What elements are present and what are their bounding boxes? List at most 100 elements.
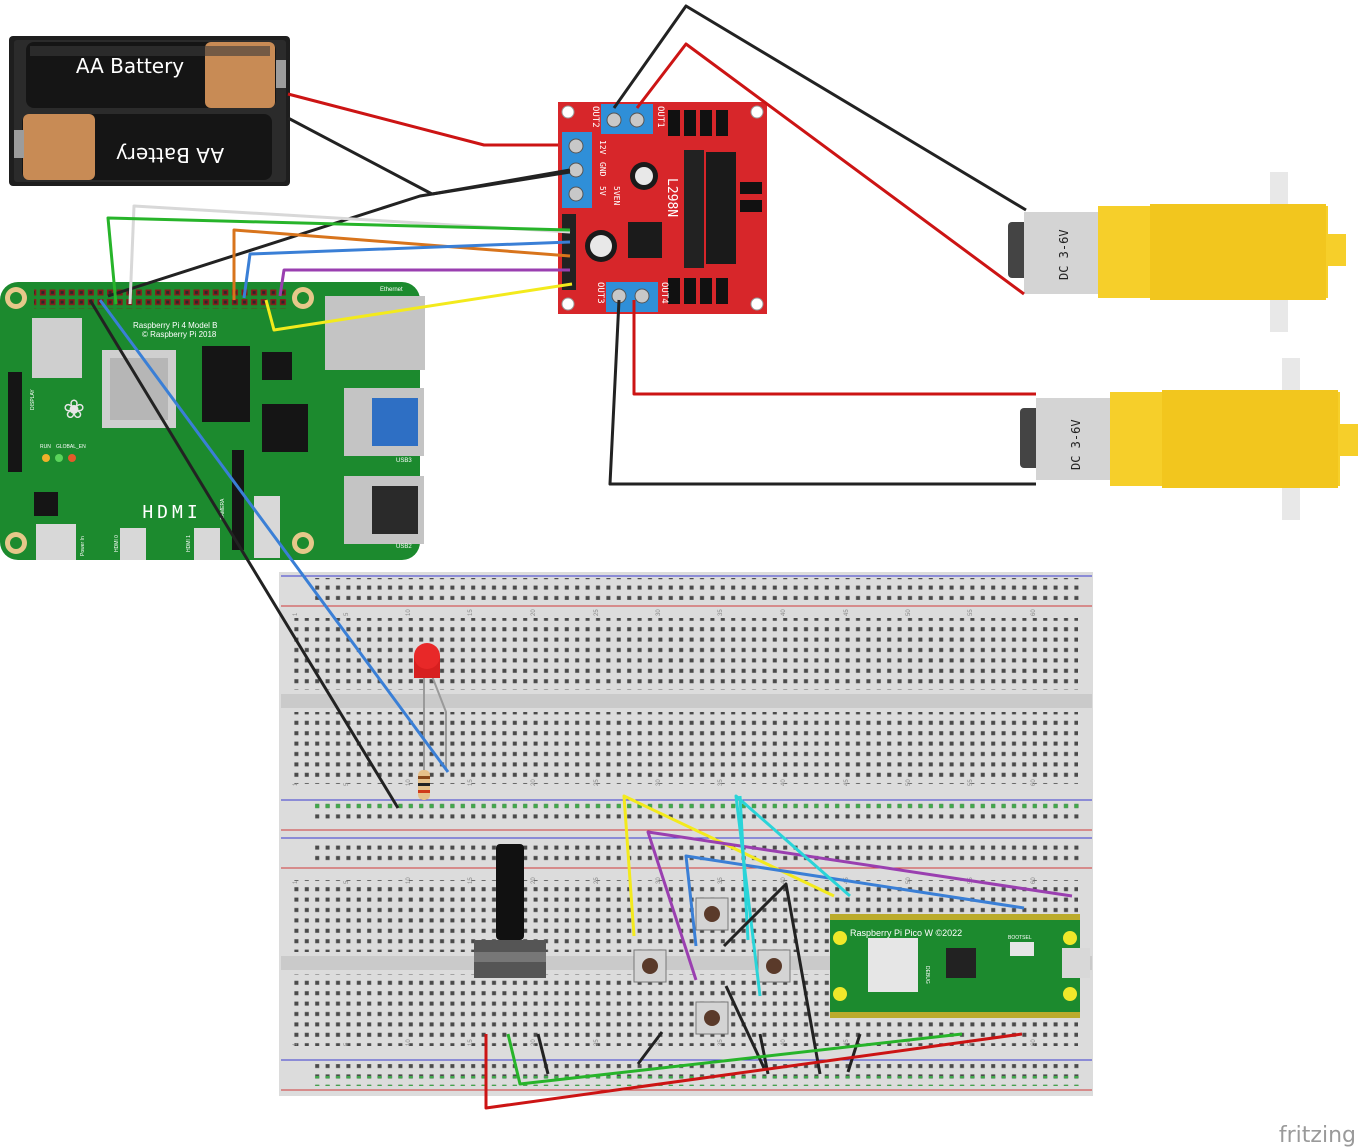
breadboard-col-number: 15 (468, 1039, 474, 1046)
potentiometer (474, 844, 546, 978)
pi-copyright-label: © Raspberry Pi 2018 (142, 330, 217, 339)
wire-gpio-green (106, 216, 571, 305)
driver-gnd-label: GND (598, 162, 607, 177)
breadboard-col-number: 40 (781, 779, 787, 786)
pi-usb3-label: USB3 (396, 458, 412, 464)
pi-camera-label: CAMERA (220, 498, 226, 520)
push-button-2 (695, 897, 729, 931)
wire-green-b2 (484, 1032, 1023, 1110)
pi-model-label: Raspberry Pi 4 Model B (133, 321, 217, 330)
wire-motor2-red (632, 300, 1036, 396)
breadboard-col-number: 45 (844, 609, 850, 616)
breadboard-col-number: 55 (968, 609, 974, 616)
driver-out2-label: OUT2 (590, 106, 600, 128)
wire-black-b2 (724, 985, 766, 1069)
breadboard-col-number: 35 (718, 877, 724, 884)
breadboard-col-number: 45 (844, 779, 850, 786)
wire-cyan-1 (734, 794, 851, 997)
wire-battery-positive (287, 92, 558, 147)
breadboard-col-number: 20 (531, 779, 537, 786)
pico-label: Raspberry Pi Pico W ©2022 (850, 928, 962, 938)
breadboard-col-number: 40 (781, 1039, 787, 1046)
breadboard-col-number: 20 (531, 609, 537, 616)
breadboard-col-number: 35 (718, 609, 724, 616)
wire-black-b6 (758, 1033, 770, 1075)
driver-out4-label: OUT4 (659, 282, 669, 304)
motor-1: DC 3-6V (1008, 172, 1346, 332)
breadboard-col-number: 30 (656, 877, 662, 884)
breadboard-col-number: 25 (594, 609, 600, 616)
gpio-header (34, 289, 288, 309)
breadboard-col-number: 10 (406, 779, 412, 786)
breadboard-col-number: 60 (1031, 779, 1037, 786)
breadboard-col-number: 15 (468, 877, 474, 884)
wire-blue-1 (684, 854, 1025, 947)
motor-2-label: DC 3-6V (1069, 419, 1083, 470)
breadboard-col-number: 25 (594, 1039, 600, 1046)
breadboard-col-number: 1 (293, 782, 299, 786)
wire-yellow-1 (622, 794, 835, 937)
wire-black-b1 (722, 882, 822, 1075)
raspberry-pi-4: ❀ Raspberry Pi 4 Model B © Raspberry Pi … (0, 282, 425, 560)
push-button-1 (633, 949, 667, 983)
breadboard-col-number: 5 (344, 880, 350, 884)
wire-black-b3 (536, 1033, 550, 1075)
motor-1-label: DC 3-6V (1057, 229, 1071, 280)
breadboard-col-number: 30 (656, 1039, 662, 1046)
breadboard-col-number: 10 (406, 609, 412, 616)
wire-gpio-purple (278, 268, 570, 297)
pi-hdmi0-label: HDMI 0 (114, 535, 120, 552)
breadboard-col-number: 60 (1031, 877, 1037, 884)
breadboard-col-number: 40 (781, 609, 787, 616)
pi-usb2-label: USB2 (396, 544, 412, 550)
breadboard-col-number: 50 (906, 1039, 912, 1046)
push-button-3 (757, 949, 791, 983)
breadboard-col-number: 5 (344, 782, 350, 786)
pico-debug-label: DEBUG (924, 966, 930, 984)
driver-12v-label: 12V (598, 140, 607, 155)
resistor (418, 770, 430, 800)
breadboard-col-number: 25 (594, 877, 600, 884)
breadboard-col-number: 35 (718, 1039, 724, 1046)
breadboard-col-number: 1 (293, 612, 299, 616)
breadboard-col-number: 5 (344, 1042, 350, 1046)
l298n-driver: L298N OUT2 OUT1 OUT3 OUT4 12V GND 5V 5VE… (558, 102, 767, 314)
pi-hdmi-label: HDMI (142, 502, 201, 523)
breadboard-col-number: 20 (531, 1039, 537, 1046)
wire-cyan-2 (738, 795, 750, 941)
battery-label-bottom: AA Battery (116, 143, 224, 167)
pi-power-label: Power In (80, 536, 86, 556)
wire-pi-led-black (88, 299, 400, 809)
breadboard-col-number: 50 (906, 609, 912, 616)
breadboard-col-number: 10 (406, 1039, 412, 1046)
breadboard-col-number: 45 (844, 1039, 850, 1046)
battery-label-top: AA Battery (76, 54, 184, 78)
pico-bootsel-label: BOOTSEL (1008, 935, 1032, 941)
pi-hdmi1-label: HDMI 1 (186, 535, 192, 552)
push-button-4 (695, 1001, 729, 1035)
breadboard-col-number: 5 (344, 612, 350, 616)
driver-out1-label: OUT1 (655, 106, 665, 128)
pi-ethernet-label: Ethernet (380, 287, 403, 293)
wire-motor1-red (635, 42, 1025, 296)
raspberry-logo-icon: ❀ (63, 395, 85, 425)
pi-display-label: DISPLAY (30, 389, 36, 410)
battery-pack: AA Battery AA Battery (9, 36, 290, 186)
breadboard-col-number: 40 (781, 877, 787, 884)
breadboard-col-number: 30 (656, 779, 662, 786)
wire-motor2-black (608, 299, 1036, 486)
breadboard-col-number: 55 (968, 779, 974, 786)
wire-motor1-black (612, 4, 1027, 212)
breadboard-col-number: 20 (531, 877, 537, 884)
wire-black-b4 (636, 1031, 664, 1065)
fritzing-watermark: fritzing (1279, 1123, 1356, 1147)
driver-5v-label: 5V (598, 186, 607, 196)
breadboard-col-number: 60 (1031, 1039, 1037, 1046)
driver-5ven-label: 5VEN (612, 186, 621, 205)
wire-pi-led-blue (98, 299, 450, 773)
breadboard-col-number: 10 (406, 877, 412, 884)
breadboard-col-number: 30 (656, 609, 662, 616)
breadboard-col-number: 50 (906, 877, 912, 884)
breadboard-col-number: 1 (293, 1042, 299, 1046)
